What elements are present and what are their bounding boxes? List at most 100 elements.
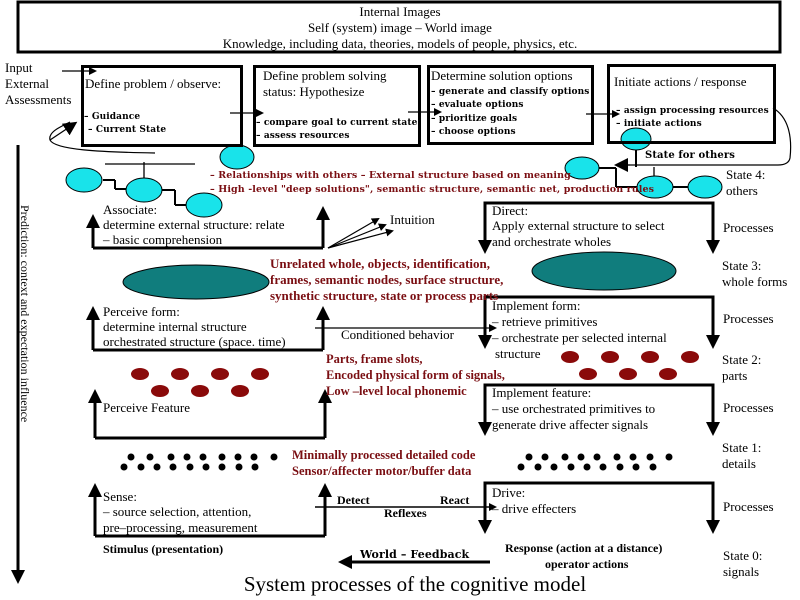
node-cyan xyxy=(620,127,652,151)
state-1-label: State 1: xyxy=(722,440,762,455)
intuition-arrows xyxy=(327,217,394,249)
implement-feature-line: – use orchestrated primitives to xyxy=(492,401,656,416)
detail-dot xyxy=(251,463,259,471)
node-cyan xyxy=(687,175,723,199)
sense-line: – source selection, attention, xyxy=(103,504,252,519)
unrelated-line: Unrelated whole, objects, identification… xyxy=(270,256,491,271)
processes-label: Processes xyxy=(723,311,774,326)
stimulus-label: Stimulus (presentation) xyxy=(103,542,224,556)
reflexes-label: Reflexes xyxy=(384,506,427,520)
whole-form-ellipse-left xyxy=(122,264,270,300)
part-dot xyxy=(151,385,169,397)
whole-form-ellipse-right xyxy=(531,251,677,291)
node-cyan xyxy=(125,177,163,203)
define-problem-box xyxy=(81,65,243,147)
header-line-2: Self (system) image – World image xyxy=(308,20,492,35)
part-dot xyxy=(579,368,597,380)
state-for-others-label: State for others xyxy=(645,150,735,161)
implement-form-line: – orchestrate per selected internal xyxy=(492,330,667,345)
detail-dot xyxy=(250,453,258,461)
associate-line: determine external structure: relate xyxy=(103,217,285,232)
part-dot xyxy=(211,368,229,380)
input-label-3: Assessments xyxy=(5,92,72,107)
response-line-2: operator actions xyxy=(545,557,629,571)
solution-options-item: – evaluate options xyxy=(431,100,524,110)
detail-dot xyxy=(183,453,191,461)
header-line-3: Knowledge, including data, theories, mod… xyxy=(222,36,578,51)
relationships-line-1: – Relationships with others – External s… xyxy=(210,170,571,181)
detect-label: Detect xyxy=(337,493,370,507)
detail-dot xyxy=(613,453,621,461)
perceive-form-title: Perceive form: xyxy=(103,304,180,319)
conditioned-behavior-label: Conditioned behavior xyxy=(341,327,455,342)
part-dot xyxy=(131,368,149,380)
response-line-1: Response (action at a distance) xyxy=(505,541,663,555)
part-dot xyxy=(171,368,189,380)
detail-dot xyxy=(199,453,207,461)
initiate-actions-box xyxy=(607,64,776,144)
state-2-sub: parts xyxy=(722,368,748,383)
detail-dot xyxy=(218,453,226,461)
detail-dot xyxy=(146,453,154,461)
feedback-curve-left xyxy=(49,121,156,154)
solution-options-title: Determine solution options xyxy=(431,68,573,83)
state-3-sub: whole forms xyxy=(722,274,788,289)
node-cyan xyxy=(219,144,255,170)
detail-dot xyxy=(629,453,637,461)
details-dots xyxy=(120,453,673,471)
parts-dots xyxy=(131,351,699,397)
detail-dot xyxy=(665,453,673,461)
unrelated-line: frames, semantic nodes, surface structur… xyxy=(270,272,504,287)
diagram-caption: System processes of the cognitive model xyxy=(243,572,587,596)
right-flow-frames xyxy=(478,201,720,534)
detail-dot xyxy=(202,463,210,471)
processes-label: Processes xyxy=(723,499,774,514)
detail-dot xyxy=(593,453,601,461)
node-cyan xyxy=(564,156,600,180)
detail-dot xyxy=(517,463,525,471)
minimal-line: Minimally processed detailed code xyxy=(292,448,476,462)
state-4-sub: others xyxy=(726,183,758,198)
hypothesize-box xyxy=(253,65,421,147)
detail-dot xyxy=(186,463,194,471)
implement-feature-line: generate drive affecter signals xyxy=(492,417,649,432)
solution-options-box xyxy=(427,65,594,145)
semantic-network-left xyxy=(65,144,255,218)
left-flow-frames xyxy=(86,206,332,538)
part-dot xyxy=(659,368,677,380)
detail-dot xyxy=(550,463,558,471)
detail-dot xyxy=(169,463,177,471)
parts-line: Low –level local phonemic xyxy=(326,384,467,398)
detail-dot xyxy=(599,463,607,471)
detail-dot xyxy=(120,463,128,471)
state-for-others-curve xyxy=(620,107,792,166)
detail-dot xyxy=(270,453,278,461)
perceive-form-line: orchestrated structure (space. time) xyxy=(103,334,286,349)
header-line-1: Internal Images xyxy=(359,4,441,19)
detail-dot xyxy=(525,453,533,461)
state-4-label: State 4: xyxy=(726,167,766,182)
detail-dot xyxy=(541,453,549,461)
part-dot xyxy=(641,351,659,363)
minimal-line: Sensor/affecter motor/buffer data xyxy=(292,464,472,478)
detail-dot xyxy=(534,463,542,471)
detail-dot xyxy=(646,453,654,461)
sense-title: Sense: xyxy=(103,489,137,504)
direct-title: Direct: xyxy=(492,203,529,218)
detail-dot xyxy=(649,463,657,471)
direct-line: and orchestrate wholes xyxy=(492,234,612,249)
detail-dot xyxy=(137,463,145,471)
detail-dot xyxy=(577,453,585,461)
parts-line: Parts, frame slots, xyxy=(326,352,423,366)
part-dot xyxy=(191,385,209,397)
world-feedback-label: World – Feedback xyxy=(360,548,470,561)
implement-form-title: Implement form: xyxy=(492,298,581,313)
part-dot xyxy=(681,351,699,363)
intuition-label: Intuition xyxy=(390,212,435,227)
relationships-line-2: – High -level "deep solutions", semantic… xyxy=(210,184,655,195)
detail-dot xyxy=(167,453,175,461)
detail-dot xyxy=(561,453,569,461)
sense-line: pre–processing, measurement xyxy=(103,520,258,535)
node-cyan xyxy=(185,192,223,218)
state-0-label: State 0: xyxy=(723,548,763,563)
